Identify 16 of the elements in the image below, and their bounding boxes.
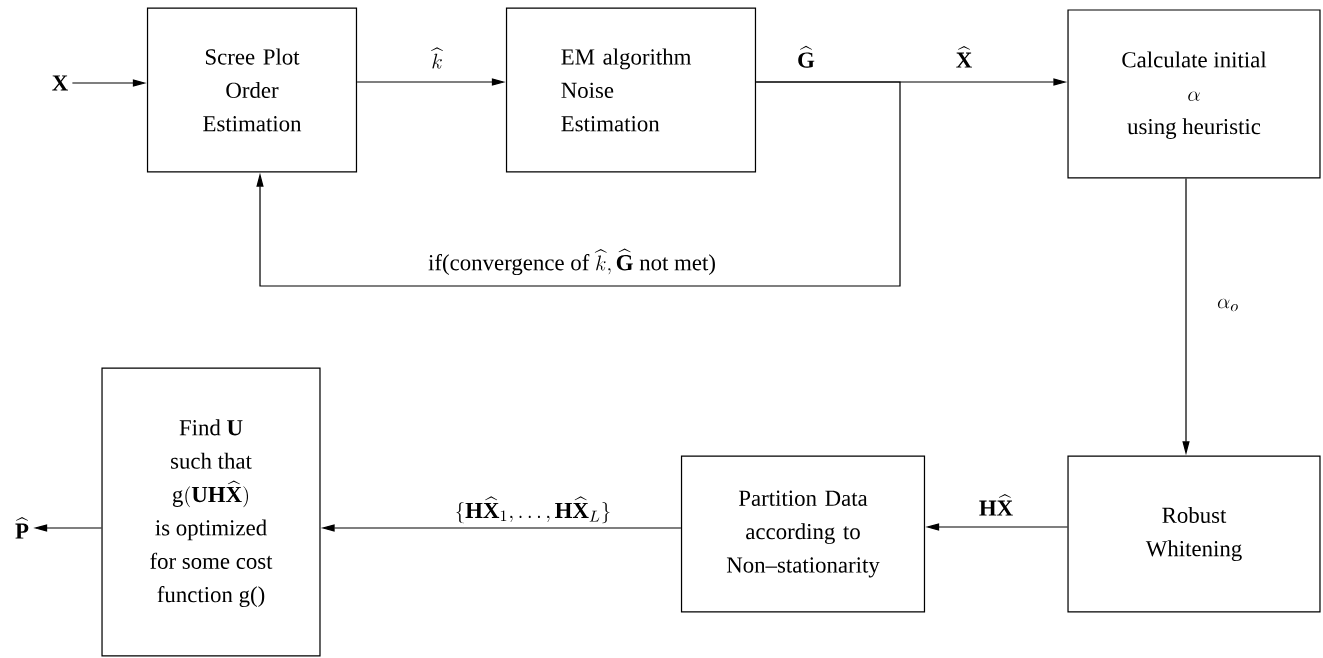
process-box: EM algorithm Noise Estimation — [505, 7, 757, 173]
edge-label: $\{\mathbf{H}\widehat{\mathbf{X}}_1,\ldots,\mathbf{H}\widehat{\mathbf{X}}_L\}$ — [452, 495, 614, 525]
edge-label: $\widehat{k}$ — [429, 45, 445, 71]
process-box: Partition Data according to Non–stationarity — [680, 455, 926, 613]
output-symbol: $\widehat{\mathbf{P}}$ — [15, 517, 29, 539]
process-box: $\begin{array}{c}\text{Find }\mathbf{U}\\ \text{such that}\\ \mathrm{g}(\mathbf{UH}\widehat{\mathbf{X}})\\ \text{is optimized}\\ \text{for some cost}\\ \text{function g()}\end{array}$ — [101, 367, 321, 657]
edge-label: $\widehat{\mathbf{X}}$ — [954, 44, 974, 70]
process-box: Robust Whitening — [1067, 455, 1321, 613]
input-symbol: $\mathbf{X}$ — [52, 75, 68, 91]
process-box: Scree Plot Order Estimation — [146, 7, 358, 173]
edge-label: $\text{if(convergence of }\widehat{k},\widehat{\mathbf{G}}\text{ not met)}$ — [426, 247, 718, 277]
edge-label: $\alpha_o$ — [1215, 297, 1241, 313]
signal-label: $\widehat{\mathbf{G}}$ — [795, 44, 817, 70]
arrow — [256, 81, 901, 287]
edge-label: $\mathbf{H}\widehat{\mathbf{X}}$ — [977, 492, 1015, 518]
process-box: $\begin{array}{c}\text{Calculate initial}\\ \alpha\\ \text{using heuristic}\end{array}$ — [1067, 9, 1321, 179]
